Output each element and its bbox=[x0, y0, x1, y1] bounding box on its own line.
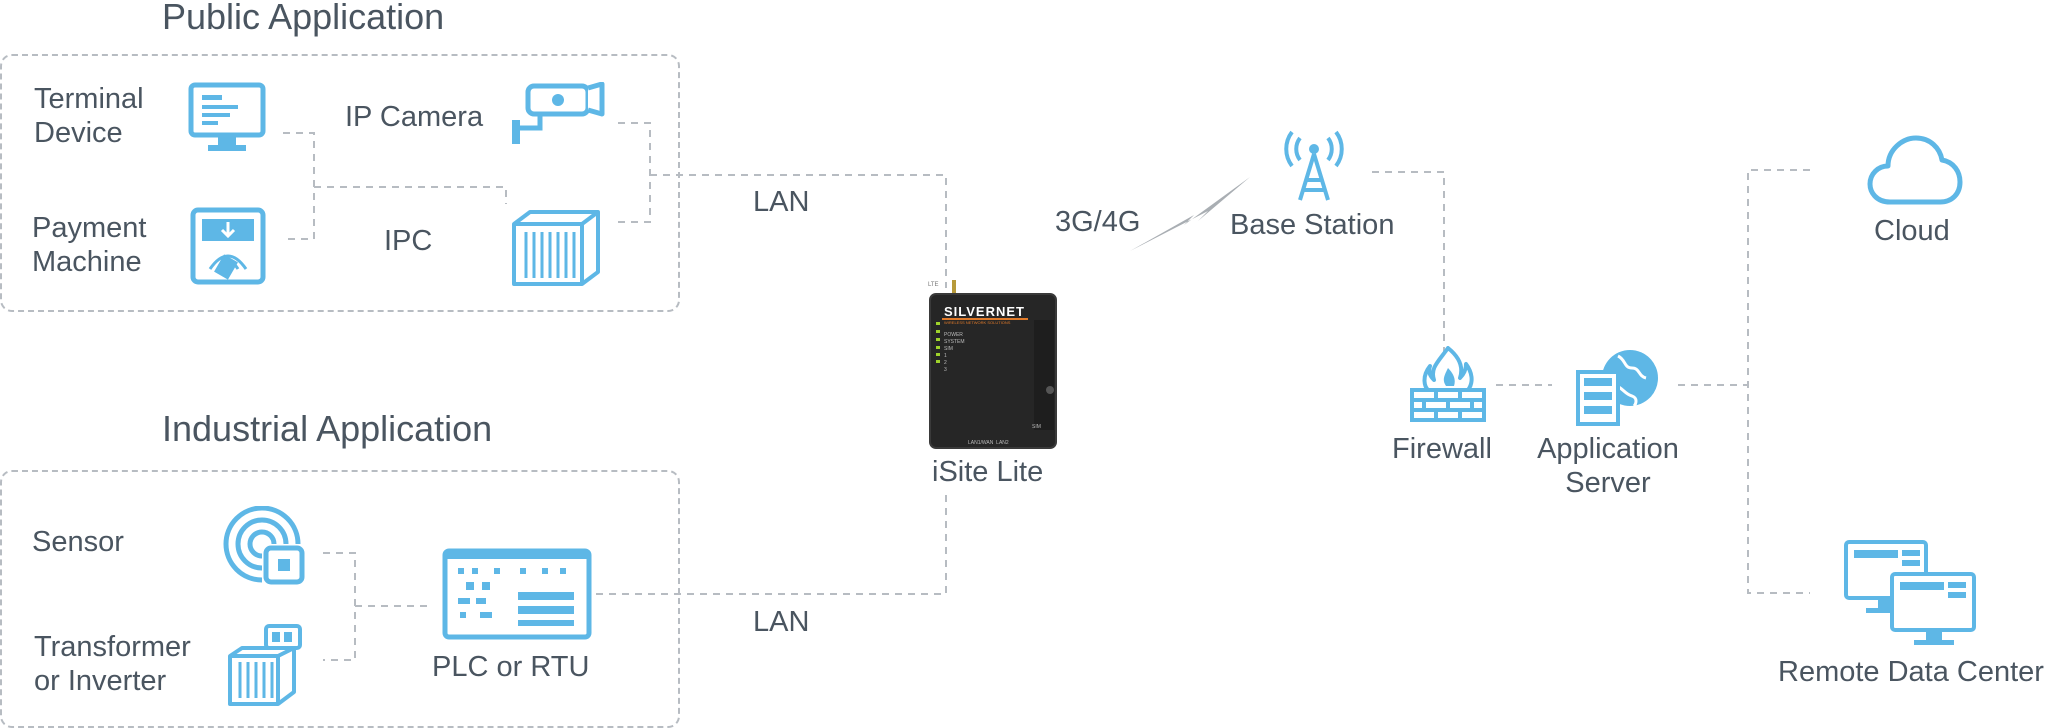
plc-icon bbox=[442, 548, 592, 640]
firewall-label: Firewall bbox=[1392, 433, 1492, 465]
lan-label-bottom: LAN bbox=[753, 606, 810, 638]
tower-icon bbox=[1280, 124, 1348, 202]
ipc-label: IPC bbox=[384, 225, 433, 257]
router-brand: SILVERNET bbox=[944, 304, 1025, 319]
remote-data-center-label: Remote Data Center bbox=[1778, 656, 2044, 688]
application-server-label: Application Server bbox=[1537, 433, 1679, 499]
router-device: LTE SILVERNET WIRELESS NETWORK SOLUTIONS… bbox=[928, 280, 1058, 450]
plc-label: PLC or RTU bbox=[432, 651, 590, 683]
payment-terminal-icon bbox=[190, 207, 266, 285]
router-name-label: iSite Lite bbox=[932, 456, 1044, 488]
cellular-label: 3G/4G bbox=[1055, 206, 1141, 238]
transformer-icon bbox=[222, 622, 306, 708]
ip-camera-icon bbox=[510, 82, 606, 148]
public-application-title: Public Application bbox=[162, 0, 445, 37]
sensor-label: Sensor bbox=[32, 526, 124, 558]
cloud-icon bbox=[1866, 132, 1964, 208]
firewall-icon bbox=[1408, 346, 1488, 424]
remote-data-center-icon bbox=[1842, 538, 1978, 648]
base-station-label: Base Station bbox=[1230, 209, 1395, 241]
server-globe-icon bbox=[1574, 346, 1662, 426]
industrial-application-group bbox=[0, 470, 680, 728]
cloud-label: Cloud bbox=[1874, 215, 1950, 247]
industrial-application-title: Industrial Application bbox=[162, 408, 493, 449]
public-application-group bbox=[0, 54, 680, 312]
router-antenna-label: LTE bbox=[928, 282, 939, 288]
sensor-icon bbox=[222, 506, 306, 586]
router-tagline: WIRELESS NETWORK SOLUTIONS bbox=[944, 320, 1011, 325]
monitor-icon bbox=[188, 82, 266, 154]
router-sim-label: SIM bbox=[1032, 424, 1041, 430]
lan-label-top: LAN bbox=[753, 186, 810, 218]
payment-machine-label: Payment Machine bbox=[32, 212, 147, 278]
router-port-labels: LAN1/WAN LAN2 bbox=[968, 440, 1009, 446]
terminal-device-label: Terminal Device bbox=[34, 83, 144, 149]
ipc-icon bbox=[510, 208, 602, 288]
ip-camera-label: IP Camera bbox=[345, 101, 484, 133]
transformer-label: Transformer or Inverter bbox=[34, 631, 191, 697]
